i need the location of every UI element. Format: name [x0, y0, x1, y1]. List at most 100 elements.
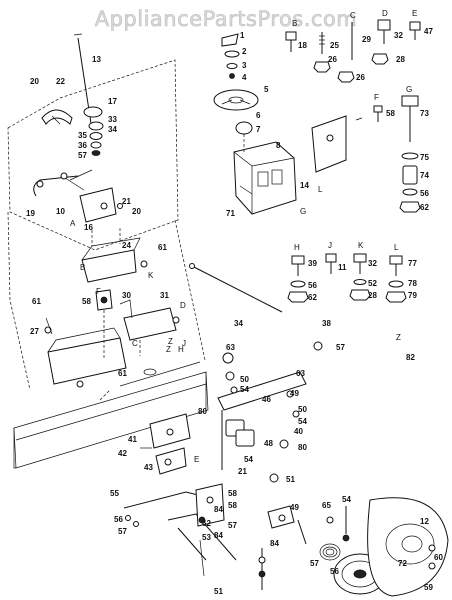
callout-20: 20 [30, 77, 39, 86]
callout-58b: 58 [82, 297, 91, 306]
callout-79: 79 [408, 291, 417, 300]
letter-b-ref: B [80, 263, 85, 272]
letter-j-ref: J [182, 339, 186, 348]
callout-57d: 57 [228, 521, 237, 530]
letter-b: B [292, 19, 297, 28]
callout-10: 10 [56, 207, 65, 216]
callout-74: 74 [420, 171, 429, 180]
callout-54: 54 [240, 385, 249, 394]
callout-61: 61 [158, 243, 167, 252]
callout-56b: 56 [308, 281, 317, 290]
callout-26: 26 [328, 55, 337, 64]
callout-84: 84 [214, 505, 223, 514]
callout-21b: 21 [238, 467, 247, 476]
callout-78: 78 [408, 279, 417, 288]
callout-28: 28 [396, 55, 405, 64]
spring-coil [319, 543, 341, 561]
callout-50: 50 [240, 375, 249, 384]
callout-27: 27 [30, 327, 39, 336]
callout-8: 8 [276, 141, 281, 150]
callout-17: 17 [108, 97, 117, 106]
letter-e-ref: E [194, 455, 199, 464]
callout-53: 53 [202, 533, 211, 542]
callout-54b: 54 [298, 417, 307, 426]
callout-34b: 34 [234, 319, 243, 328]
callout-31: 31 [160, 291, 169, 300]
callout-63: 63 [226, 343, 235, 352]
callout-25: 25 [330, 41, 339, 50]
callout-12: 12 [420, 517, 429, 526]
callout-26b: 26 [356, 73, 365, 82]
callout-28b: 28 [368, 291, 377, 300]
callout-57: 57 [78, 151, 87, 160]
callout-labels: 13 20 22 17 33 35 34 36 57 19 10 21 20 1… [26, 27, 443, 596]
callout-7: 7 [256, 125, 261, 134]
callout-56c: 56 [114, 515, 123, 524]
callout-62c: 62 [202, 519, 211, 528]
callout-2: 2 [242, 47, 247, 56]
callout-35: 35 [78, 131, 87, 140]
callout-42: 42 [118, 449, 127, 458]
callout-73: 73 [420, 109, 429, 118]
callout-21: 21 [122, 197, 131, 206]
callout-14: 14 [300, 181, 309, 190]
letter-k-ref: K [148, 271, 154, 280]
callout-32: 32 [394, 31, 403, 40]
letter-z2-ref: Z [168, 337, 173, 346]
callout-41: 41 [128, 435, 137, 444]
letter-c-ref: C [132, 339, 138, 348]
callout-36: 36 [78, 141, 87, 150]
callout-6: 6 [256, 111, 261, 120]
callout-84b: 84 [214, 531, 223, 540]
callout-62: 62 [420, 203, 429, 212]
callout-84c: 84 [270, 539, 279, 548]
callout-19: 19 [26, 209, 35, 218]
callout-61c: 61 [118, 369, 127, 378]
letter-l: L [394, 243, 399, 252]
callout-40: 40 [294, 427, 303, 436]
letter-c: C [350, 11, 356, 20]
hardware-bolts-top [285, 19, 421, 213]
mounting-plates [44, 289, 180, 388]
callout-32b: 32 [368, 259, 377, 268]
callout-57b: 57 [336, 343, 345, 352]
callout-57c: 57 [118, 527, 127, 536]
linkage-assembly [140, 352, 307, 483]
callout-63b: 63 [296, 369, 305, 378]
callout-33: 33 [108, 115, 117, 124]
callout-20b: 20 [132, 207, 141, 216]
callout-16: 16 [84, 223, 93, 232]
callout-50b: 50 [298, 405, 307, 414]
letter-d-ref: D [180, 301, 186, 310]
watermark-text: AppliancePartsPros.com [95, 7, 358, 31]
letter-keys: B C D E F G H J K L Z A B K C D Z H E L … [70, 9, 417, 464]
callout-29: 29 [362, 35, 371, 44]
callout-77: 77 [408, 259, 417, 268]
callout-34: 34 [108, 125, 117, 134]
callout-51: 51 [286, 475, 295, 484]
callout-38: 38 [322, 319, 331, 328]
callout-56d: 56 [330, 567, 339, 576]
steering-wheel-stack [189, 33, 363, 313]
callout-80b: 80 [298, 443, 307, 452]
callout-59: 59 [424, 583, 433, 592]
callout-4: 4 [242, 73, 247, 82]
callout-58c: 58 [228, 489, 237, 498]
letter-k: K [358, 241, 364, 250]
callout-49b: 49 [290, 503, 299, 512]
brake-rods [123, 483, 266, 590]
callout-55: 55 [110, 489, 119, 498]
callout-46: 46 [262, 395, 271, 404]
callout-48: 48 [264, 439, 273, 448]
letter-f-ref: F [96, 287, 101, 296]
letter-h-ref: H [178, 345, 184, 354]
callout-5: 5 [264, 85, 269, 94]
callout-57e: 57 [310, 559, 319, 568]
callout-39: 39 [308, 259, 317, 268]
callout-3: 3 [242, 61, 247, 70]
hardware-bolts-middle [287, 253, 407, 351]
callout-30: 30 [122, 291, 131, 300]
callout-43: 43 [144, 463, 153, 472]
callout-58: 58 [386, 109, 395, 118]
callout-11: 11 [338, 263, 347, 272]
